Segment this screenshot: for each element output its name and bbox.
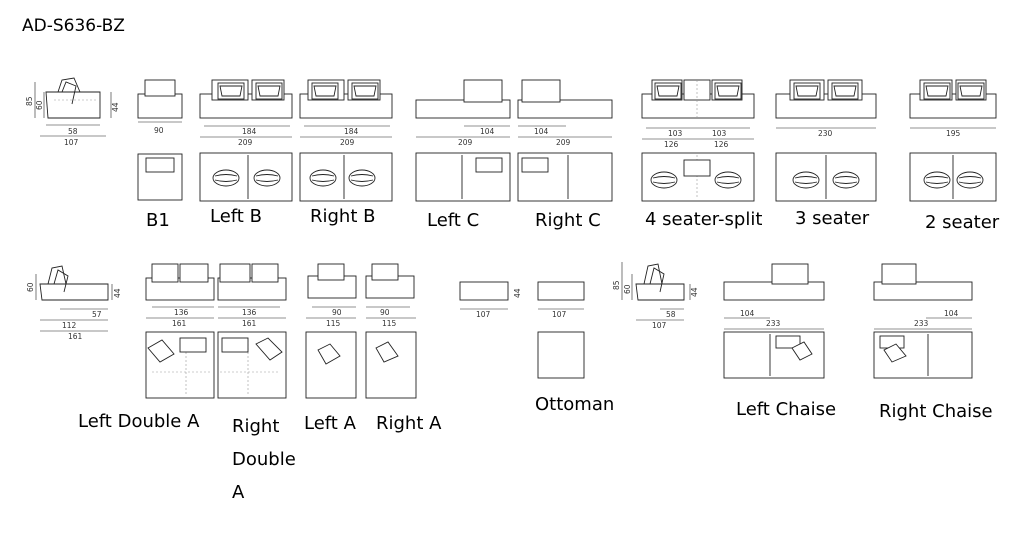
side-profile-row1: 85 60 44 58 107 (25, 77, 120, 147)
dim-44: 44 (513, 288, 522, 298)
label-ottoman: Ottoman (535, 394, 615, 415)
label-right-double-a-line2: Double (232, 449, 296, 470)
dim-90: 90 (332, 308, 342, 317)
dim-104: 104 (740, 309, 755, 318)
dim-209: 209 (340, 138, 355, 147)
label-right-a: Right A (376, 413, 442, 434)
label-left-c: Left C (427, 210, 480, 231)
label-right-b: Right B (310, 206, 376, 227)
module-ottoman: 107 44 107 (459, 281, 585, 379)
dim-195: 195 (946, 129, 961, 138)
side-profile-row2: 60 44 57 112 161 (26, 265, 122, 341)
module-right-b: 184 209 (299, 79, 393, 202)
dim-107: 107 (476, 310, 491, 319)
dim-209: 209 (556, 138, 571, 147)
dim-115: 115 (382, 319, 397, 328)
dim-58: 58 (666, 310, 676, 319)
module-left-a: 90 115 (305, 263, 357, 399)
module-4-seater-split: 103 103 126 126 (641, 79, 755, 202)
dim-209: 209 (458, 138, 473, 147)
label-right-double-a-line3: A (232, 482, 245, 503)
label-left-double-a: Left Double A (78, 411, 200, 432)
module-left-b: 184 209 (199, 79, 293, 202)
dim-115: 115 (326, 319, 341, 328)
dim-209: 209 (238, 138, 253, 147)
module-b1: 90 (137, 79, 183, 201)
dim-60: 60 (623, 284, 632, 294)
dim-233: 233 (914, 319, 929, 328)
dim-161: 161 (172, 319, 187, 328)
dim-184: 184 (242, 127, 257, 136)
dim-104: 104 (534, 127, 549, 136)
label-left-a: Left A (304, 413, 356, 434)
dim-107: 107 (652, 321, 667, 330)
dim-44: 44 (113, 288, 122, 298)
dim-60: 60 (26, 282, 35, 292)
dim-126b: 126 (714, 140, 729, 149)
dim-103a: 103 (668, 129, 683, 138)
label-2-seater: 2 seater (925, 212, 1000, 233)
label-right-chaise: Right Chaise (879, 401, 993, 422)
dim-107: 107 (64, 138, 79, 147)
dim-136: 136 (174, 308, 189, 317)
module-right-chaise: 104 233 (873, 263, 973, 379)
label-right-c: Right C (535, 210, 601, 231)
dim-90: 90 (380, 308, 390, 317)
label-right-double-a-line1: Right (232, 416, 280, 437)
dim-44: 44 (111, 102, 120, 112)
module-3-seater: 230 (775, 79, 877, 202)
dim-126a: 126 (664, 140, 679, 149)
module-right-double-a: 136 161 (217, 263, 287, 399)
label-b1: B1 (146, 210, 170, 231)
label-3-seater: 3 seater (795, 208, 870, 229)
module-left-chaise: 104 233 (723, 263, 825, 379)
dim-184: 184 (344, 127, 359, 136)
dim-58: 58 (68, 127, 78, 136)
side-profile-row3: 85 60 44 58 107 (612, 262, 699, 330)
dim-103b: 103 (712, 129, 727, 138)
model-code: AD-S636-BZ (22, 16, 125, 36)
dim-85: 85 (612, 280, 621, 290)
label-4-seater-split: 4 seater-split (645, 209, 763, 230)
module-left-c: 104 209 (415, 79, 511, 202)
dim-104: 104 (480, 127, 495, 136)
dim-104: 104 (944, 309, 959, 318)
dim-136: 136 (242, 308, 257, 317)
dim-233: 233 (766, 319, 781, 328)
module-right-c: 104 209 (517, 79, 613, 202)
dim-90: 90 (154, 126, 164, 135)
module-left-double-a: 136 161 (145, 263, 215, 399)
dim-161: 161 (68, 332, 83, 341)
label-left-chaise: Left Chaise (736, 399, 837, 420)
dim-107: 107 (552, 310, 567, 319)
module-right-a: 90 115 (365, 263, 417, 399)
dim-60: 60 (35, 100, 44, 110)
dim-85: 85 (25, 96, 34, 106)
dim-112: 112 (62, 321, 77, 330)
module-2-seater: 195 (909, 79, 997, 202)
dim-230: 230 (818, 129, 833, 138)
label-left-b: Left B (210, 206, 262, 227)
dim-161: 161 (242, 319, 257, 328)
dim-44: 44 (690, 287, 699, 297)
dim-57: 57 (92, 310, 102, 319)
